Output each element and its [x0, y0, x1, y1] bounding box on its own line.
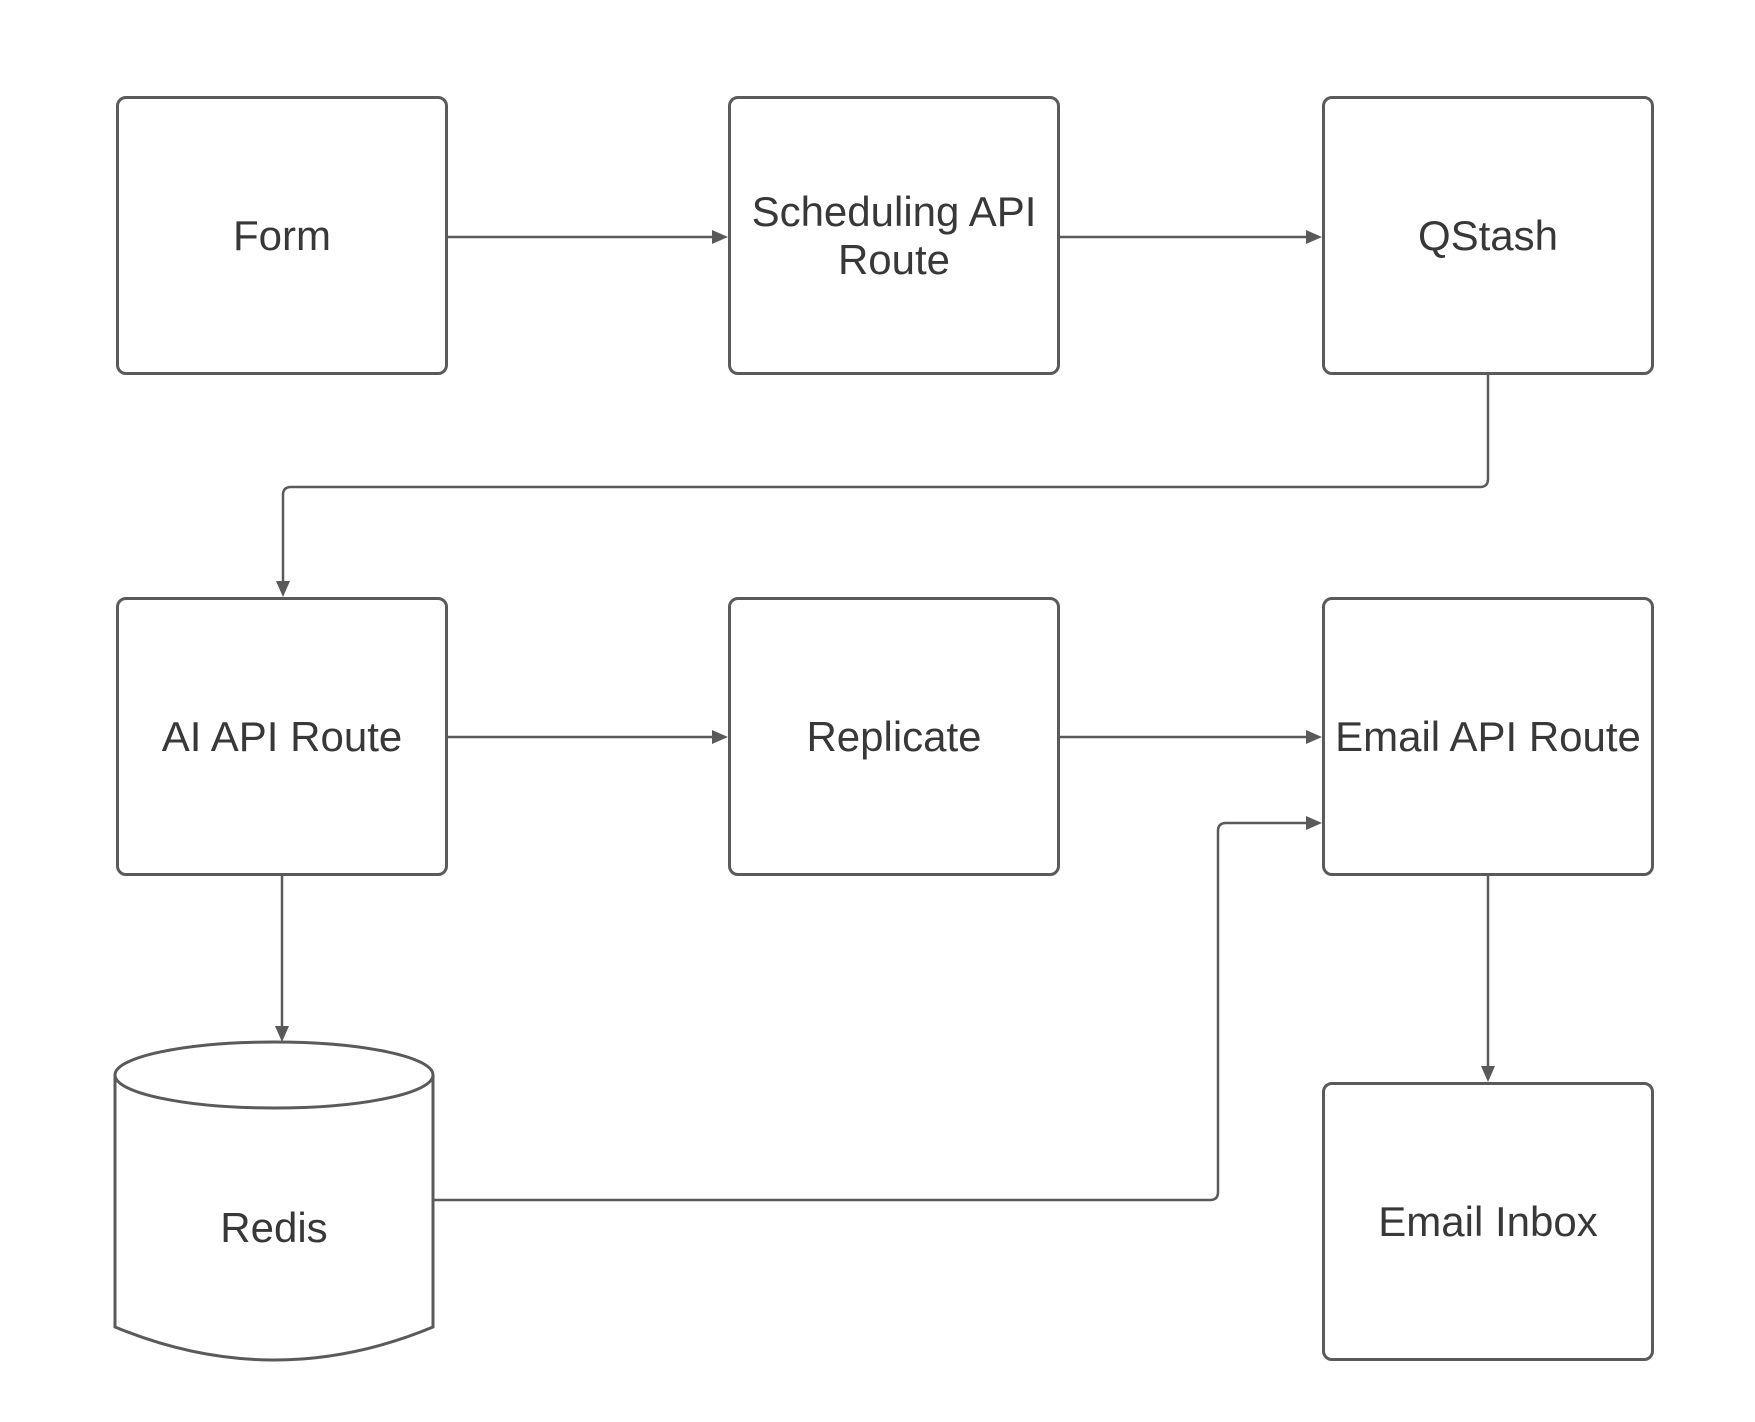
- arrowhead-icon: [276, 581, 290, 597]
- node-replicate[interactable]: Replicate: [728, 597, 1060, 876]
- edge-email-api-route-to-email-inbox: [1481, 876, 1495, 1082]
- edge-ai-api-route-to-redis: [275, 876, 289, 1042]
- arrowhead-icon: [275, 1026, 289, 1042]
- node-form-label: Form: [233, 211, 331, 259]
- node-redis-label[interactable]: Redis: [220, 1204, 328, 1252]
- node-scheduling-api-route[interactable]: Scheduling API Route: [728, 96, 1060, 375]
- node-qstash[interactable]: QStash: [1322, 96, 1654, 375]
- arrowhead-icon: [712, 230, 728, 244]
- edge-qstash-to-ai-api-route: [276, 375, 1490, 597]
- edge-form-to-scheduling-api-route: [448, 230, 728, 244]
- node-email-inbox[interactable]: Email Inbox: [1322, 1082, 1654, 1361]
- node-redis-shape[interactable]: [113, 1040, 435, 1362]
- arrowhead-icon: [1306, 730, 1322, 744]
- arrowhead-icon: [1306, 230, 1322, 244]
- node-scheduling-api-route-label: Scheduling API Route: [751, 188, 1037, 283]
- node-email-api-route-label: Email API Route: [1335, 712, 1641, 760]
- cylinder-top-ellipse: [113, 1040, 435, 1110]
- edge-replicate-to-email-api-route: [1060, 730, 1322, 744]
- node-ai-api-route-label: AI API Route: [161, 712, 403, 760]
- node-qstash-label: QStash: [1417, 211, 1559, 259]
- arrowhead-icon: [1306, 816, 1322, 830]
- node-form[interactable]: Form: [116, 96, 448, 375]
- edge-ai-api-route-to-replicate: [448, 730, 728, 744]
- edge-scheduling-api-route-to-qstash: [1060, 230, 1322, 244]
- node-email-api-route[interactable]: Email API Route: [1322, 597, 1654, 876]
- arrowhead-icon: [712, 730, 728, 744]
- node-email-inbox-label: Email Inbox: [1378, 1197, 1598, 1245]
- node-replicate-label: Replicate: [806, 712, 982, 760]
- arrowhead-icon: [1481, 1066, 1495, 1082]
- node-ai-api-route[interactable]: AI API Route: [116, 597, 448, 876]
